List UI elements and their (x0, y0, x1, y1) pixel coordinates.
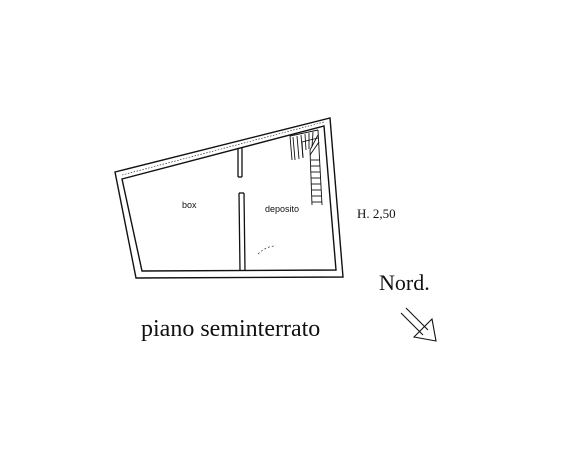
stair-outline (289, 129, 319, 161)
door-swing (257, 245, 277, 255)
floor-title: piano seminterrato (141, 316, 320, 342)
height-label: H. 2,50 (357, 206, 396, 221)
outer-walls (114, 117, 344, 279)
top-wall-detail (121, 121, 325, 176)
outer-wall-outline (114, 117, 344, 279)
stair-treads (292, 131, 322, 203)
partition-lower-right (243, 192, 246, 272)
room-label-box: box (182, 200, 197, 210)
north-label: Nord. (379, 270, 430, 295)
partition-walls (237, 147, 246, 272)
room-label-deposito: deposito (265, 204, 299, 214)
arrow-south-east-icon (400, 307, 437, 342)
staircase (289, 129, 323, 206)
stair-side (317, 129, 323, 206)
inner-wall-outline (121, 125, 337, 272)
partition-lower-left (238, 192, 241, 272)
stair-side-inner (309, 149, 313, 206)
